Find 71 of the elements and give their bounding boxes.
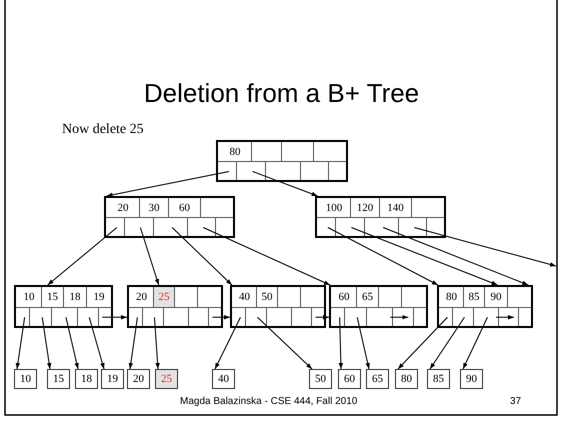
pointer-arrow [16, 316, 26, 370]
record-box: 18 [75, 369, 98, 389]
pointer-arrow [252, 171, 318, 196]
slide-title: Deletion from a B+ Tree [142, 78, 420, 109]
page-number: 37 [510, 396, 522, 407]
pointer-arrow [214, 316, 241, 370]
pointer-arrow [382, 227, 529, 286]
tree-node [14, 285, 113, 328]
key-value: 140 [386, 200, 405, 216]
record-box: 60 [338, 369, 361, 389]
key-value: 60 [178, 200, 191, 216]
key-value: 10 [22, 290, 36, 305]
key-value: 25 [154, 287, 174, 307]
key-value: 85 [468, 290, 480, 305]
tree-node [437, 285, 533, 328]
pointer-arrow [202, 227, 330, 286]
key-value: 65 [361, 290, 374, 305]
record-box: 15 [47, 369, 70, 389]
key-value: 80 [228, 144, 242, 160]
tree-node [230, 285, 326, 328]
key-value: 20 [116, 200, 130, 216]
key-value: 18 [68, 290, 82, 305]
key-value: 50 [260, 290, 274, 305]
pointer-arrow [350, 227, 498, 286]
key-value: 20 [135, 290, 148, 305]
record-box: 85 [427, 369, 450, 389]
pointer-arrow [315, 315, 330, 320]
record-box: 25 [155, 369, 178, 389]
pointer-arrow [356, 316, 370, 370]
pointer-arrow [338, 316, 344, 370]
pointer-arrow [212, 315, 230, 320]
record-box: 20 [127, 369, 150, 389]
pointer-arrow [88, 316, 105, 370]
pointer-arrow [65, 316, 79, 370]
key-value: 100 [324, 200, 344, 216]
tree-node [127, 285, 223, 328]
tree-node [216, 140, 348, 182]
tree-node [315, 196, 446, 238]
pointer-arrow [327, 227, 438, 286]
key-value: 90 [490, 290, 502, 305]
key-value: 15 [46, 290, 59, 305]
record-box: 65 [366, 369, 389, 389]
tree-node [329, 285, 428, 328]
instruction-text: Now delete 25 [62, 122, 144, 138]
pointer-arrow [47, 227, 118, 286]
pointer-arrow [140, 227, 160, 286]
pointer-arrow [256, 316, 312, 370]
record-box: 40 [212, 369, 235, 389]
key-value: 30 [148, 200, 160, 216]
key-value: 60 [338, 290, 350, 305]
key-value: 19 [92, 290, 106, 305]
pointer-arrow [154, 316, 160, 370]
pointer-arrow [106, 171, 230, 198]
key-value: 120 [356, 200, 374, 216]
record-box: 10 [14, 369, 37, 389]
key-value: 80 [445, 290, 458, 305]
record-box: 80 [395, 369, 418, 389]
pointer-arrow [128, 316, 138, 370]
record-box: 19 [101, 369, 124, 389]
pointer-arrow [42, 316, 52, 370]
key-value: 40 [238, 290, 251, 305]
pointer-arrow [462, 316, 488, 370]
pointer-arrow [172, 227, 232, 286]
record-box: 50 [309, 369, 332, 389]
pointer-arrow [414, 227, 556, 267]
record-box: 90 [460, 369, 483, 389]
pointer-arrow [398, 316, 448, 370]
tree-node [104, 196, 235, 238]
footer-text: Magda Balazinska - CSE 444, Fall 2010 [180, 396, 358, 407]
pointer-arrow [102, 315, 128, 320]
pointer-arrow [430, 316, 465, 370]
